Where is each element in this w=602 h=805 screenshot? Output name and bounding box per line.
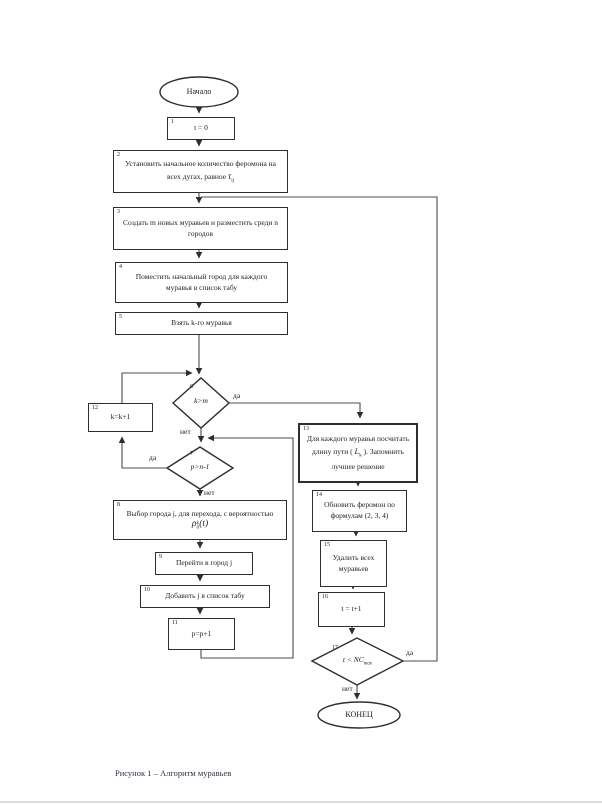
node-3-create-ants: 3 Создать m новых муравьев и разместить … [113,207,288,250]
branch-17-no-label: нет [342,684,353,693]
node-3-label: Создать m новых муравьев и разместить ср… [122,217,279,238]
edge-12-up [121,369,193,403]
page-bottom-edge [0,801,602,803]
node-9-number: 9 [159,554,162,560]
node-10-number: 10 [144,587,150,593]
start-terminal-label: Начало [186,87,212,96]
node-2-init-pheromone: 2 Установить начальное количество феромо… [113,150,288,193]
node-16-label: t = t+1 [341,604,362,614]
tau-symbol: τ [227,170,232,181]
decision-17-label: t < NCmax [342,655,373,667]
node-8-label: Выбор города j, для перехода, с вероятно… [126,509,274,519]
node-10-label: Добавить j в список табу [165,591,245,601]
node-4-tabu-init: 4 Поместить начальный город для каждого … [115,262,288,303]
nc-max-symbol: NC [353,655,364,664]
node-13-label: Для каждого муравья посчитать длину пути… [306,434,410,471]
branch-7-no-label: нет [204,488,215,497]
decision-7-number: 7 [190,451,193,457]
end-terminal-shape [317,701,401,729]
length-symbol: L [354,446,360,457]
decision-17-shape [310,637,405,686]
decision-7-label: p>n-1 [190,462,210,471]
edge-11-loop [200,434,294,659]
node-5-label: Взять k-го муравья [171,318,232,328]
node-14-update-pheromone: 14 Обновить феромон по формулам (2, 3, 4… [312,490,407,532]
branch-17-yes-label: да [406,648,414,657]
branch-6-yes-label: да [233,391,241,400]
node-10-add-tabu: 10 Добавить j в список табу [140,585,270,608]
decision-6-label: k>m [194,396,208,405]
node-5-take-ant: 5 Взять k-го муравья [115,312,288,335]
node-8-choose-city: 8 Выбор города j, для перехода, с вероят… [113,500,287,540]
node-15-number: 15 [324,542,330,548]
branch-7-yes-label: да [149,453,157,462]
decision-6-number: 6 [190,384,193,390]
node-5-number: 5 [119,314,122,320]
node-16-number: 16 [322,594,328,600]
node-12-label: k=k+1 [110,412,131,422]
node-15-remove-ants: 15 Удалить всех муравьев [320,540,387,587]
decision-17-number: 17 [332,645,338,651]
node-12-number: 12 [92,405,98,411]
edge-17-yes-feedback [201,196,438,662]
node-15-label: Удалить всех муравьев [332,552,375,573]
end-terminal-label: КОНЕЦ [345,710,373,719]
node-4-label: Поместить начальный город для каждого му… [135,271,268,292]
edge-7-yes-12 [118,436,167,469]
node-2-label: Установить начальное количество феромона… [124,158,277,184]
node-4-number: 4 [119,264,122,270]
node-11-increment-p: 11 p=p+1 [168,618,235,650]
node-11-label: p=p+1 [191,628,212,638]
node-9-label: Перейти в город j [175,558,233,568]
start-terminal-shape [159,76,239,108]
branch-6-no-label: нет [180,427,191,436]
node-2-number: 2 [117,152,120,158]
node-8-number: 8 [117,502,120,508]
node-14-label: Обновить феромон по формулам (2, 3, 4) [324,500,395,520]
node-16-increment-t: 16 t = t+1 [318,592,385,627]
node-9-move-to-city: 9 Перейти в город j [155,552,253,575]
node-3-number: 3 [117,209,120,215]
node-1-number: 1 [171,119,174,125]
figure-caption: Рисунок 1 – Алгоритм муравьев [115,768,232,778]
decision-6-shape [171,377,231,429]
edge-6-yes-13 [229,402,364,419]
node-1-label: t = 0 [194,123,208,133]
node-11-number: 11 [172,620,178,626]
node-1-init-t: 1 t = 0 [167,117,235,140]
node-12-increment-k: 12 k=k+1 [88,403,153,432]
node-13-path-length: 13 Для каждого муравья посчитать длину п… [298,423,418,483]
decision-7-shape [165,446,235,490]
node-14-number: 14 [316,492,322,498]
node-13-number: 13 [303,426,309,432]
